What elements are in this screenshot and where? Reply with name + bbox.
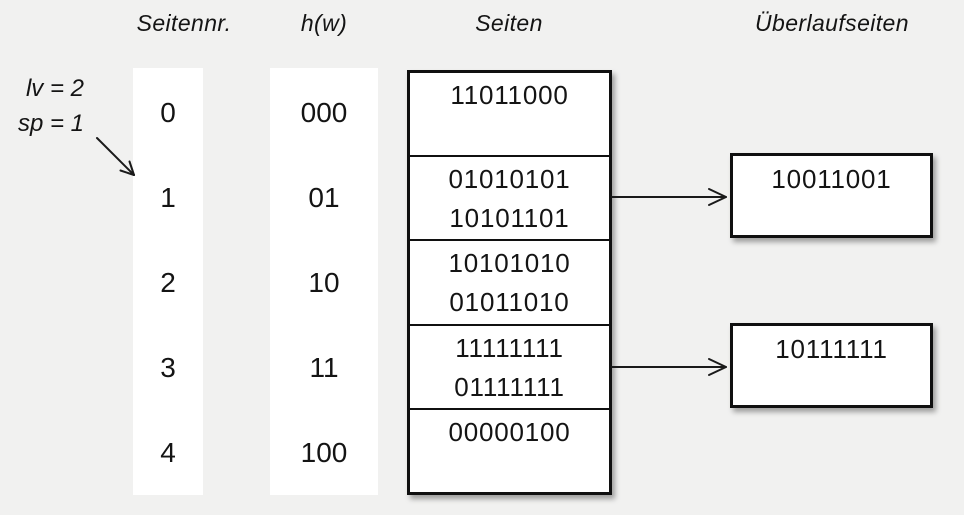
bucket-cell-2: 10101010 01011010 (410, 239, 609, 323)
overflow-page-box-1: 10011001 (730, 153, 933, 238)
overflow-arrow-bucket1 (611, 188, 727, 206)
hash-value-1: 01 (308, 181, 340, 213)
bucket-cell-0: 11011000 (410, 73, 609, 155)
overflow-entry: 10111111 (775, 334, 888, 364)
bucket-entry: 10101101 (449, 203, 570, 234)
bucket-cell-4: 00000100 (410, 407, 609, 492)
overflow-page-box-2: 10111111 (730, 323, 933, 408)
split-pointer-arrow (96, 137, 135, 176)
page-number-1: 1 (160, 181, 176, 213)
overflow-entry: 10011001 (771, 164, 892, 194)
bucket-entry: 01010101 (448, 164, 571, 195)
hash-value-0: 000 (300, 96, 348, 128)
hash-value-2: 10 (308, 266, 340, 298)
bucket-cell-3: 11111111 01111111 (410, 323, 609, 408)
annotation-sp: sp = 1 (17, 110, 84, 137)
bucket-entry: 10101010 (448, 248, 571, 279)
bucket-entry: 11111111 (455, 332, 564, 363)
page-number-3: 3 (160, 351, 176, 383)
hash-value-4: 100 (300, 436, 348, 468)
column-header-seiten: Seiten (475, 10, 543, 36)
annotation-lv: lv = 2 (25, 75, 84, 102)
state-annotation: lv = 2 sp = 1 (4, 71, 84, 141)
bucket-entry: 01011010 (449, 287, 570, 318)
page-number-0: 0 (160, 96, 176, 128)
hash-value-column-strip (270, 68, 378, 495)
bucket-entry: 11011000 (450, 80, 569, 110)
bucket-cell-1: 01010101 10101101 (410, 155, 609, 239)
hash-value-3: 11 (309, 351, 339, 383)
pages-box: 11011000 01010101 10101101 10101010 0101… (407, 70, 612, 495)
column-header-ueberlaufseiten: Überlaufseiten (755, 10, 909, 36)
page-number-2: 2 (160, 266, 176, 298)
page-number-column-strip (133, 68, 203, 495)
bucket-entry: 01111111 (454, 371, 565, 402)
bucket-entry: 00000100 (448, 416, 571, 447)
column-header-seitennr: Seitennr. (136, 10, 232, 36)
column-header-hw: h(w) (300, 10, 348, 36)
overflow-arrow-bucket3 (611, 358, 727, 376)
page-number-4: 4 (160, 436, 176, 468)
